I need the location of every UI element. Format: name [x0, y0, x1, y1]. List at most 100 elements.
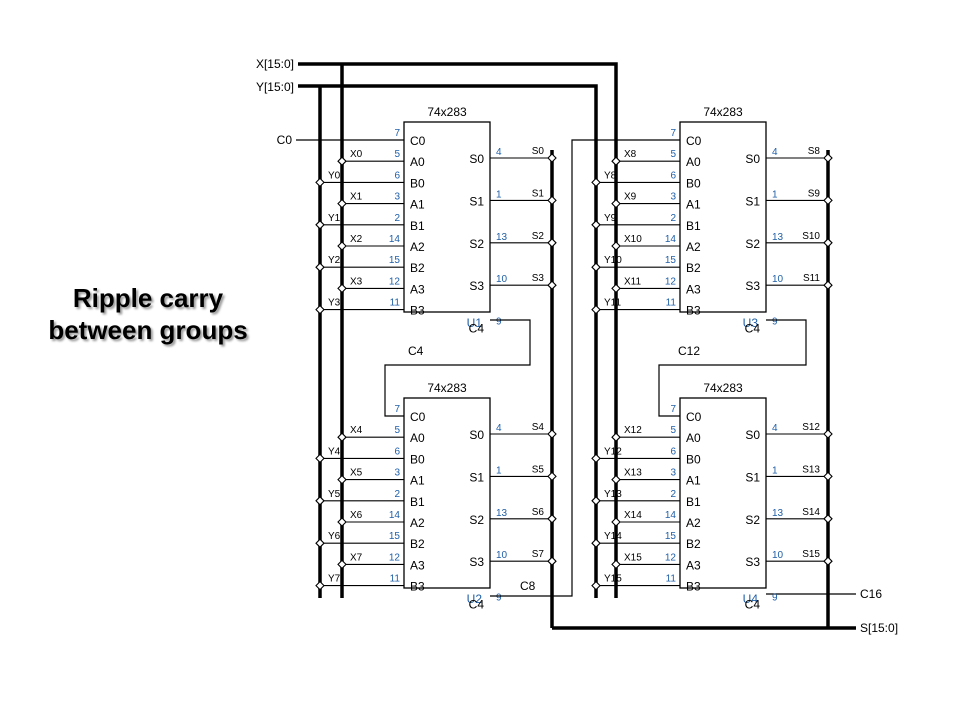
pin-number: 2 — [394, 213, 400, 224]
bus-tap — [315, 304, 325, 315]
sum-signal-label: S6 — [532, 507, 545, 518]
bus-tap — [823, 556, 833, 566]
carry-c4-label: C4 — [408, 344, 424, 358]
bus-tap — [547, 514, 557, 524]
bus-tap — [611, 156, 621, 166]
chip-ref-label: U3 — [743, 316, 759, 330]
pin-name: A1 — [686, 474, 701, 488]
c0-label: C0 — [277, 133, 293, 147]
sum-signal-label: S14 — [802, 507, 820, 518]
input-signal-label: X6 — [350, 510, 363, 521]
pin-name: S1 — [469, 470, 484, 484]
bus-tap — [823, 238, 833, 248]
bus-tap — [591, 538, 601, 548]
pin-number: 3 — [394, 192, 400, 203]
pin-name: A3 — [410, 558, 425, 572]
pin-number: 11 — [666, 298, 677, 309]
pin-name: C4 — [469, 322, 485, 336]
sum-signal-label: S2 — [532, 231, 545, 242]
x-bus — [298, 62, 618, 598]
chip-ref-label: U1 — [467, 316, 483, 330]
bus-tap — [337, 559, 347, 570]
caption-line-2: between groups — [48, 315, 248, 345]
pin-number: 4 — [496, 147, 502, 158]
sum-signal-label: S5 — [532, 464, 545, 475]
sum-signal-label: S11 — [803, 273, 820, 284]
pin-number: 11 — [390, 574, 401, 585]
pin-number: 3 — [670, 468, 676, 479]
pin-number: 4 — [772, 423, 778, 434]
bus-tap — [547, 429, 557, 439]
bus-tap — [547, 195, 557, 206]
bus-tap — [611, 198, 621, 209]
sum-signal-label: S7 — [532, 549, 545, 560]
pin-name: B2 — [686, 261, 701, 275]
pin-number: 15 — [389, 531, 401, 542]
bus-tap — [823, 195, 833, 206]
input-signal-label: X9 — [624, 192, 637, 203]
bus-tap — [611, 474, 621, 485]
chip-part-label: 74x283 — [703, 381, 743, 395]
pin-name: C4 — [469, 598, 485, 612]
pin-number: 2 — [670, 489, 676, 500]
bus-tap — [591, 304, 601, 315]
pin-name: B3 — [686, 304, 701, 318]
pin-name: S2 — [469, 237, 484, 251]
pin-name: A0 — [410, 155, 425, 169]
pin-number: 14 — [389, 510, 401, 521]
input-signal-label: Y4 — [328, 446, 341, 457]
bus-tap — [315, 538, 325, 548]
bus-tap — [337, 198, 347, 209]
chip-U4 — [679, 397, 767, 589]
pin-number: 10 — [496, 274, 508, 285]
pin-name: S0 — [745, 152, 760, 166]
input-signal-label: X7 — [350, 552, 363, 563]
pin-number: 10 — [772, 274, 784, 285]
pin-number: 7 — [394, 128, 400, 139]
pin-number: 1 — [772, 189, 778, 200]
input-signal-label: Y8 — [604, 170, 617, 181]
pin-number: 9 — [496, 593, 502, 604]
pin-name: A2 — [410, 240, 425, 254]
pin-number: 2 — [670, 213, 676, 224]
pin-number: 15 — [389, 255, 401, 266]
pin-number: 12 — [665, 552, 677, 563]
carry-c8-label: C8 — [520, 579, 536, 593]
pin-name: S3 — [469, 279, 484, 293]
bus-tap — [547, 556, 557, 566]
pin-number: 4 — [496, 423, 502, 434]
pin-number: 14 — [665, 234, 677, 245]
pin-number: 3 — [670, 192, 676, 203]
bus-tap — [823, 514, 833, 524]
pin-name: A2 — [410, 516, 425, 530]
input-signal-label: Y7 — [328, 574, 341, 585]
pin-name: S1 — [469, 194, 484, 208]
input-signal-label: X8 — [624, 149, 637, 160]
bus-tap — [547, 471, 557, 482]
input-signal-label: X4 — [350, 425, 363, 436]
bus-tap — [611, 559, 621, 570]
input-signal-label: X12 — [624, 425, 642, 436]
c16-label: C16 — [860, 587, 882, 601]
pin-number: 5 — [394, 149, 400, 160]
input-signal-label: X14 — [624, 510, 642, 521]
pin-name: B2 — [410, 261, 425, 275]
sum-signal-label: S4 — [532, 422, 545, 433]
pin-number: 9 — [772, 317, 778, 328]
pin-number: 5 — [394, 425, 400, 436]
pin-name: A0 — [686, 431, 701, 445]
pin-number: 7 — [394, 404, 400, 415]
input-signal-label: Y15 — [604, 574, 622, 585]
bus-tap — [823, 471, 833, 482]
chip-part-label: 74x283 — [427, 105, 467, 119]
input-signal-label: Y14 — [604, 531, 622, 542]
pin-name: B2 — [410, 537, 425, 551]
input-signal-label: Y1 — [328, 213, 341, 224]
bus-tap — [611, 283, 621, 294]
pin-name: C0 — [686, 410, 702, 424]
pin-number: 5 — [670, 425, 676, 436]
caption-line-1: Ripple carry — [72, 283, 224, 313]
pin-name: A3 — [686, 558, 701, 572]
